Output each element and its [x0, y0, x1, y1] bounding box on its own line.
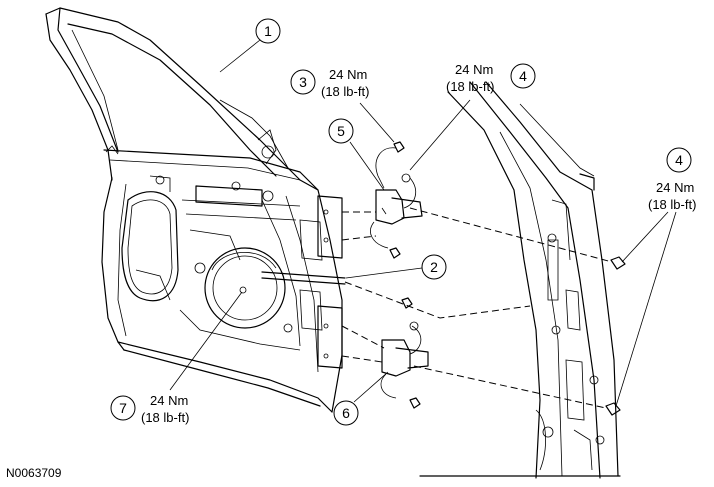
lower-hinge [380, 325, 429, 399]
callout-2-number: 2 [430, 259, 438, 275]
callout-4-right: 4 24 Nm (18 lb-ft) [615, 147, 696, 407]
callout-5-number: 5 [337, 123, 345, 139]
callout-4a-number: 4 [519, 68, 527, 84]
callout-6-number: 6 [342, 405, 350, 421]
callout-4b-number: 4 [675, 152, 683, 168]
figure-id: N0063709 [6, 466, 62, 480]
callout-3-torque-lbft: (18 lb-ft) [321, 84, 369, 99]
callout-5: 5 [328, 118, 385, 191]
callout-4a-torque-nm: 24 Nm [455, 62, 493, 77]
callout-6: 6 [333, 371, 389, 426]
callout-4-top: 4 24 Nm (18 lb-ft) [409, 62, 536, 171]
callout-7-torque-lbft: (18 lb-ft) [141, 410, 189, 425]
callout-3-torque-nm: 24 Nm [329, 67, 367, 82]
callout-1: 1 [219, 18, 281, 73]
hinge-bolts [239, 141, 626, 416]
callout-1-number: 1 [264, 23, 272, 39]
callout-7-torque-nm: 24 Nm [150, 393, 188, 408]
callout-3-number: 3 [299, 74, 307, 90]
callout-7: 7 24 Nm (18 lb-ft) [110, 291, 243, 425]
callout-7-number: 7 [119, 400, 127, 416]
a-pillar-body [419, 81, 621, 479]
callout-4a-torque-lbft: (18 lb-ft) [446, 79, 494, 94]
alignment-lines [341, 207, 613, 409]
front-door-assembly [45, 7, 346, 413]
upper-hinge [370, 147, 423, 249]
callout-4b-torque-lbft: (18 lb-ft) [648, 197, 696, 212]
callout-2: 2 [345, 254, 447, 280]
callout-3: 3 24 Nm (18 lb-ft) [290, 67, 395, 143]
callout-4b-torque-nm: 24 Nm [656, 180, 694, 195]
